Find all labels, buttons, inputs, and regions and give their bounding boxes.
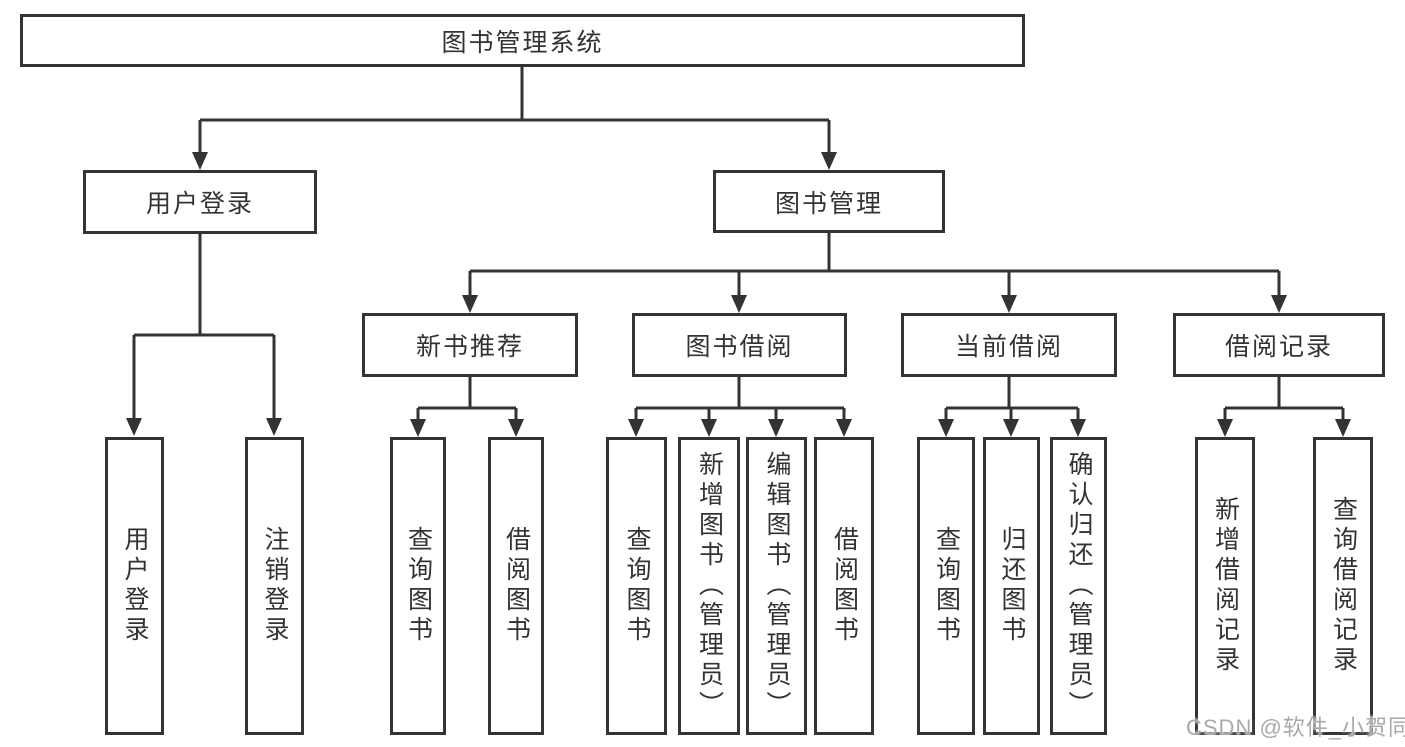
leaf-current-return-book: 归还图书: [983, 437, 1040, 735]
leaf-borrowing-add-book-admin: 新增图书（管理员）: [678, 437, 740, 735]
node-user-login-label: 用户登录: [145, 190, 254, 218]
node-borrowing-records: 借阅记录: [1173, 313, 1385, 377]
node-new-book-recommend: 新书推荐: [362, 313, 578, 377]
node-book-borrowing-label: 图书借阅: [685, 333, 794, 361]
node-book-management: 图书管理: [713, 170, 945, 233]
leaf-current-confirm-return-admin: 确认归还（管理员）: [1050, 437, 1107, 735]
leaf-recommend-query-book: 查询图书: [390, 437, 446, 735]
leaf-logout-label: 注销登录: [261, 526, 289, 646]
leaf-borrowing-borrow-book-label: 借阅图书: [830, 526, 859, 646]
leaf-borrowing-edit-book-admin: 编辑图书（管理员）: [746, 437, 807, 735]
arrowheads: [126, 152, 1351, 437]
leaf-logout: 注销登录: [245, 437, 304, 735]
leaf-recommend-borrow-book: 借阅图书: [488, 437, 544, 735]
leaf-user-login-label: 用户登录: [121, 526, 149, 646]
leaf-current-query-book-label: 查询图书: [932, 526, 961, 646]
leaf-current-confirm-return-admin-label: 确认归还（管理员）: [1065, 451, 1093, 721]
node-root: 图书管理系统: [20, 14, 1025, 67]
node-root-label: 图书管理系统: [441, 28, 604, 57]
leaf-recommend-borrow-book-label: 借阅图书: [502, 526, 531, 646]
node-current-borrowing: 当前借阅: [901, 313, 1117, 377]
leaf-borrowing-borrow-book: 借阅图书: [814, 437, 874, 735]
node-current-borrowing-label: 当前借阅: [954, 333, 1063, 361]
leaf-records-query-record-label: 查询借阅记录: [1329, 496, 1358, 676]
leaf-borrowing-query-book: 查询图书: [606, 437, 667, 735]
leaf-borrowing-add-book-admin-label: 新增图书（管理员）: [695, 451, 724, 721]
node-user-login: 用户登录: [83, 170, 317, 234]
node-book-management-label: 图书管理: [774, 189, 883, 218]
leaf-current-return-book-label: 归还图书: [998, 526, 1026, 646]
node-new-book-recommend-label: 新书推荐: [415, 333, 524, 361]
csdn-watermark: CSDN @软件_小贺同学: [1186, 715, 1405, 740]
node-borrowing-records-label: 借阅记录: [1224, 333, 1333, 361]
leaf-borrowing-query-book-label: 查询图书: [623, 526, 651, 646]
leaf-current-query-book: 查询图书: [917, 437, 975, 735]
leaf-records-add-record: 新增借阅记录: [1195, 437, 1255, 735]
leaf-recommend-query-book-label: 查询图书: [404, 526, 433, 646]
node-book-borrowing: 图书借阅: [632, 313, 847, 377]
leaf-records-add-record-label: 新增借阅记录: [1211, 496, 1240, 676]
leaf-records-query-record: 查询借阅记录: [1313, 437, 1373, 735]
leaf-user-login: 用户登录: [105, 437, 164, 735]
leaf-borrowing-edit-book-admin-label: 编辑图书（管理员）: [763, 451, 791, 721]
